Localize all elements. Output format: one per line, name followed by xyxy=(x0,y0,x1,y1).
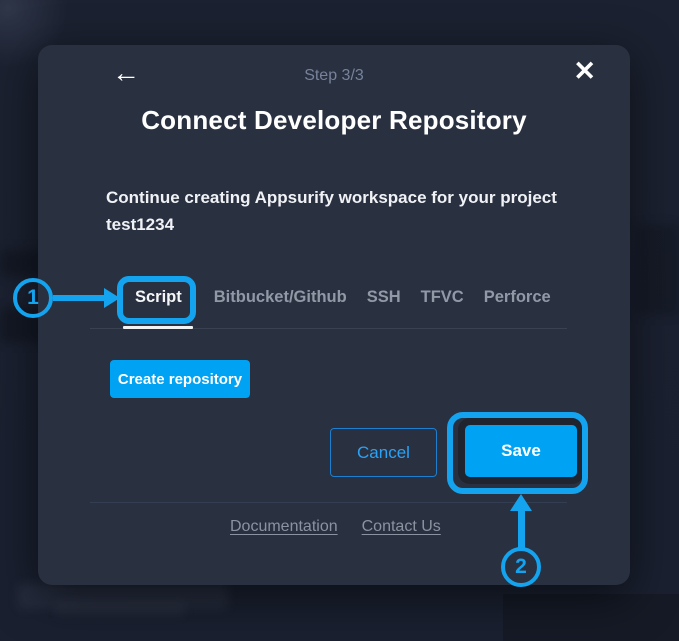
tab-tfvc[interactable]: TFVC xyxy=(420,288,464,306)
footer-divider xyxy=(90,502,567,503)
step-indicator: Step 3/3 xyxy=(304,67,364,84)
background-blur-blob xyxy=(18,583,228,609)
documentation-link[interactable]: Documentation xyxy=(230,518,338,535)
save-button[interactable]: Save xyxy=(465,425,577,477)
close-icon[interactable]: ✕ xyxy=(573,56,596,86)
footer-links: Documentation Contact Us xyxy=(230,518,441,536)
tab-perforce[interactable]: Perforce xyxy=(483,288,551,306)
repository-type-tabs: Script Bitbucket/Github SSH TFVC Perforc… xyxy=(123,288,551,307)
modal-description: Continue creating Appsurify workspace fo… xyxy=(106,188,557,234)
tabs-divider xyxy=(90,328,567,329)
modal-title: Connect Developer Repository xyxy=(141,105,527,135)
background-blur-blob xyxy=(55,602,185,616)
connect-repository-modal: ← Step 3/3 ✕ Connect Developer Repositor… xyxy=(38,45,630,585)
cancel-button[interactable]: Cancel xyxy=(330,428,437,477)
active-tab-underline xyxy=(123,326,193,329)
background-blur-blob xyxy=(636,225,679,315)
tab-bitbucket-github[interactable]: Bitbucket/Github xyxy=(213,288,347,306)
background-bottom-panel xyxy=(503,594,679,641)
back-arrow-icon[interactable]: ← xyxy=(112,57,140,88)
tab-ssh[interactable]: SSH xyxy=(366,288,401,306)
background-blur-blob xyxy=(0,250,45,276)
create-repository-button[interactable]: Create repository xyxy=(110,360,250,398)
contact-us-link[interactable]: Contact Us xyxy=(361,518,441,535)
tab-script[interactable]: Script xyxy=(135,288,182,306)
